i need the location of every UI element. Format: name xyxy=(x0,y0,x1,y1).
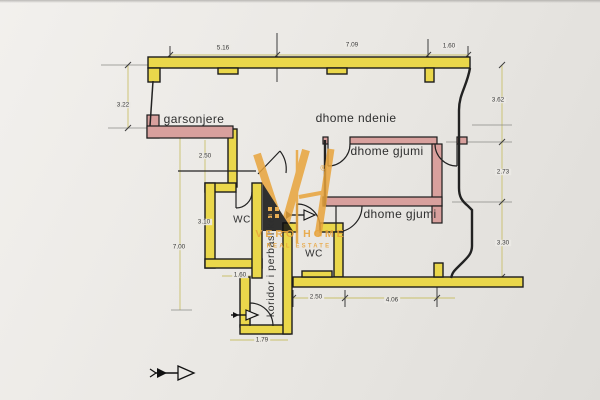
dim-mid-width: 2.50 xyxy=(197,152,213,160)
room-label-bedroom-top: dhome gjumi xyxy=(350,144,424,158)
dim-left-upper: 3.22 xyxy=(115,101,131,109)
room-label-wc-middle: WC xyxy=(305,248,323,260)
watermark-house-icon xyxy=(263,184,293,231)
dim-bottom-left: 2.50 xyxy=(308,293,324,301)
dim-bottom-right: 4.06 xyxy=(384,296,400,304)
room-label-bedroom-bottom: dhome gjumi xyxy=(363,207,437,221)
dim-left-lower: 7.00 xyxy=(171,243,187,251)
room-label-living: dhome ndenie xyxy=(315,111,397,125)
scan-edge xyxy=(0,0,600,3)
dim-right-middle: 2.73 xyxy=(495,168,511,176)
watermark-brand: VERO HOME xyxy=(255,228,347,240)
dim-right-upper: 3.62 xyxy=(490,96,506,104)
walls-yellow xyxy=(147,56,524,335)
room-label-garsonjere: garsonjere xyxy=(163,112,225,126)
walls-pink xyxy=(146,114,468,224)
dim-wc-height: 3.10 xyxy=(196,218,212,226)
dim-top-mid: 7.09 xyxy=(344,41,360,49)
dim-right-lower: 3.30 xyxy=(495,239,511,247)
watermark-logo xyxy=(253,148,335,243)
room-label-wc-left: WC xyxy=(233,214,251,226)
dimension-ticks xyxy=(124,33,506,307)
dim-top-left: 5.16 xyxy=(215,44,231,52)
north-arrow xyxy=(149,365,196,381)
watermark-tagline: REAL ESTATE xyxy=(266,243,332,249)
dim-wc-width: 1.60 xyxy=(232,271,248,279)
watermark-registered-mark: ® xyxy=(320,165,326,173)
dim-top-right: 1.60 xyxy=(441,42,457,50)
dim-entry-width: 1.79 xyxy=(254,336,270,344)
